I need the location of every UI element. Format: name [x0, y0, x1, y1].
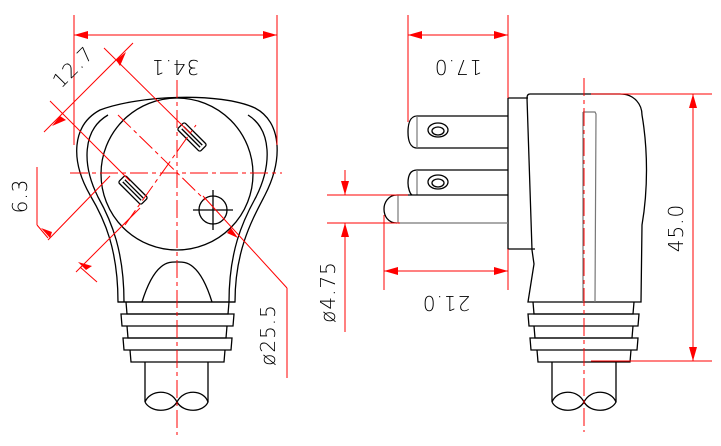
collar-ring-4: [122, 337, 233, 351]
front-blade-2: [118, 175, 148, 205]
front-blade-1: [177, 122, 207, 152]
dim-overall-height: 45.0: [664, 204, 688, 253]
dim-pin-offset: 6.3: [8, 179, 32, 214]
side-collar-ring-2: [527, 313, 640, 327]
side-dimensions: 17.0 21.0 ø4.75 45.0: [316, 15, 712, 362]
side-ground-pin: [383, 194, 508, 224]
front-body-inner: [86, 114, 268, 303]
dim-ground-pin-diameter: ø4.75: [316, 261, 340, 323]
front-body-outer: [76, 96, 278, 303]
dim-blade-length: 17.0: [434, 55, 483, 79]
front-dimensions: 34.1 12.7 6.3 ø25.5: [8, 15, 288, 378]
side-collar-ring-4: [529, 337, 639, 351]
side-blade-2: [407, 169, 508, 196]
cable-break: [144, 391, 209, 411]
side-cable: [551, 362, 617, 402]
dim-face-diameter: ø25.5: [256, 304, 280, 366]
side-body: [526, 93, 648, 303]
side-view: [383, 78, 648, 432]
front-view: [70, 80, 282, 435]
cable: [144, 362, 209, 402]
side-blade-1: [407, 115, 508, 149]
dim-ground-pin-length: 21.0: [422, 291, 471, 315]
dim-overall-width: 34.1: [151, 55, 200, 79]
collar-ring-2: [120, 313, 235, 327]
